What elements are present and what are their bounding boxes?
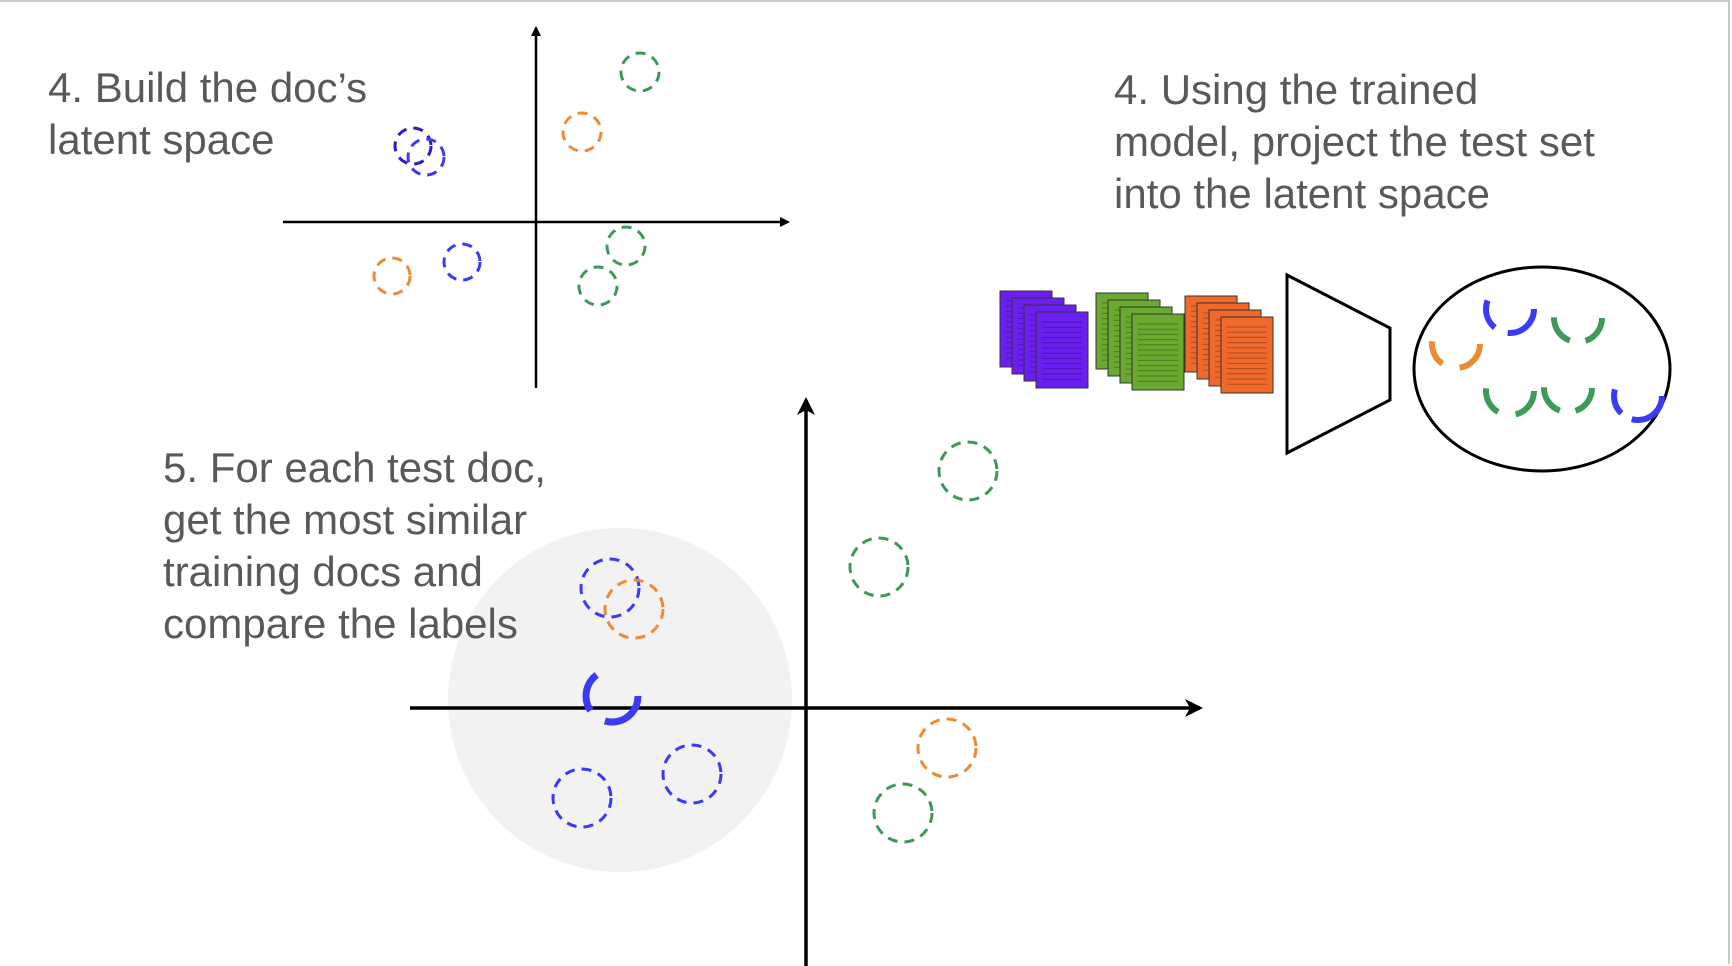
caption-line: 4. Build the doc’s (48, 64, 368, 111)
caption-line: training docs and (163, 548, 483, 595)
caption-build-latent: 4. Build the doc’s latent space (48, 62, 367, 166)
caption-line: compare the labels (163, 600, 518, 647)
trapezoid-encoder-icon (1285, 272, 1392, 456)
caption-line: model, project the test set (1114, 118, 1595, 165)
dashed-point (605, 225, 647, 267)
neighborhood-highlight (448, 528, 792, 872)
document-page (1035, 311, 1089, 389)
latent-point-arc (1551, 291, 1605, 345)
caption-line: 4. Using the trained (1114, 66, 1479, 113)
dashed-point (551, 767, 613, 829)
latent-point-arc (1611, 369, 1665, 423)
caption-line: into the latent space (1114, 170, 1490, 217)
dashed-point (393, 126, 433, 166)
dashed-point (579, 557, 641, 619)
dashed-point (372, 256, 412, 296)
caption-line: 5. For each test doc, (163, 444, 546, 491)
document-stack-icon (999, 290, 1089, 389)
latent-point-arc (1429, 317, 1483, 371)
ellipse-latent-space-icon (1412, 265, 1672, 473)
dashed-point (916, 717, 978, 779)
document-stacks (999, 290, 1274, 394)
document-stack-icon (1095, 292, 1185, 391)
document-stack-icon (1184, 295, 1274, 394)
latent-point-arc (1483, 282, 1537, 336)
caption-line: get the most similar (163, 496, 528, 543)
document-page (1220, 316, 1274, 394)
caption-line: latent space (48, 116, 275, 163)
dashed-point (406, 137, 446, 177)
dashed-point (661, 743, 723, 805)
top-plot-points (372, 51, 661, 307)
dashed-point (848, 536, 910, 598)
latent-space-points (1429, 282, 1665, 423)
dashed-point (442, 242, 482, 282)
bottom-plot-points (551, 440, 999, 844)
dashed-point (619, 51, 661, 93)
top-latent-axes (283, 26, 790, 388)
dashed-point (577, 265, 619, 307)
document-page (1131, 313, 1185, 391)
latent-point-arc (1541, 361, 1595, 415)
caption-compare-labels: 5. For each test doc, get the most simil… (163, 442, 546, 650)
dashed-point (561, 111, 603, 153)
dashed-point (872, 782, 934, 844)
caption-project-test: 4. Using the trained model, project the … (1114, 64, 1595, 220)
latent-point-arc (1483, 364, 1537, 418)
bottom-latent-axes (410, 397, 1203, 966)
dashed-point (603, 578, 665, 640)
test-point (582, 666, 642, 726)
dashed-point (937, 440, 999, 502)
